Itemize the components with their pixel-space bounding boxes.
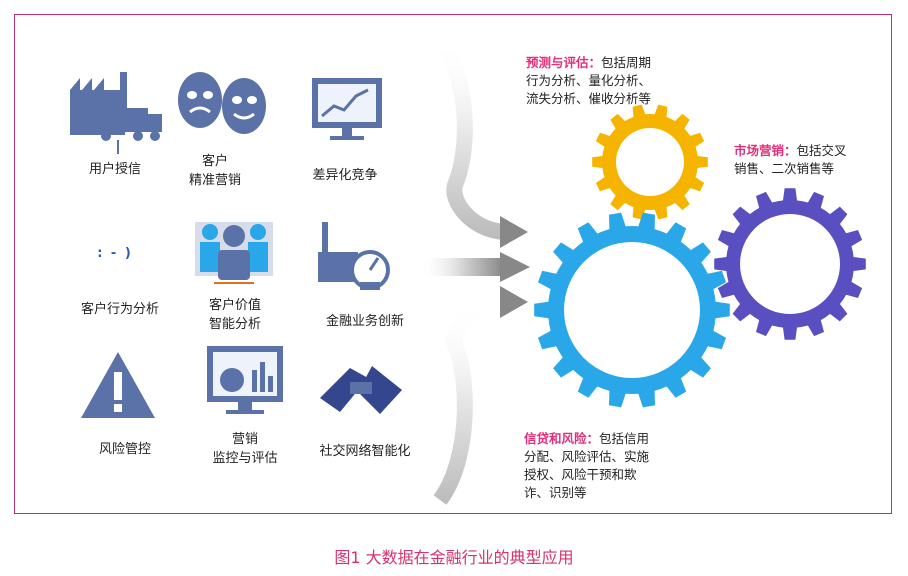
gear-right-hole: [740, 214, 840, 314]
gear-bottom-description: 信贷和风险：包括信用 分配、风险评估、实施 授权、风险干预和欺 诈、识别等: [524, 431, 650, 500]
figure-caption: 图1 大数据在金融行业的典型应用: [334, 548, 574, 567]
icon-label-risk: 风险管控: [98, 442, 151, 457]
gear-bottom-hole: [564, 242, 700, 378]
symbol-text-icon: : - ): [97, 246, 133, 261]
arrows: [420, 35, 530, 505]
gear-right-description: 市场营销：包括交叉 销售、二次销售等: [734, 143, 847, 176]
icon-label-monitor: 营销 监控与评估: [212, 432, 278, 466]
industry-gauge-icon: [318, 222, 390, 290]
gears: [534, 104, 866, 408]
gear-top-hole: [616, 128, 684, 196]
icon-label-social: 社交网络智能化: [319, 444, 411, 459]
dashboard-monitor-icon: [207, 346, 283, 414]
icon-label-behavior: 客户行为分析: [80, 302, 159, 317]
icon-label-competition: 差异化竞争: [312, 168, 378, 183]
icon-label-value: 客户价值 智能分析: [208, 298, 261, 332]
warning-triangle-icon: [81, 352, 155, 418]
icon-label-marketing: 客户 精准营销: [188, 154, 241, 188]
factory-truck-icon: [70, 72, 162, 154]
people-group-icon: [195, 222, 273, 284]
monitor-chart-icon: [312, 78, 382, 140]
icon-label-credit: 用户授信: [88, 162, 141, 177]
figure-frame: [14, 14, 892, 514]
theater-masks-icon: [178, 72, 266, 134]
icon-label-innovation: 金融业务创新: [325, 314, 404, 329]
handshake-icon: [320, 366, 402, 414]
gear-top-description: 预测与评估：包括周期 行为分析、量化分析、 流失分析、催收分析等: [526, 55, 652, 106]
